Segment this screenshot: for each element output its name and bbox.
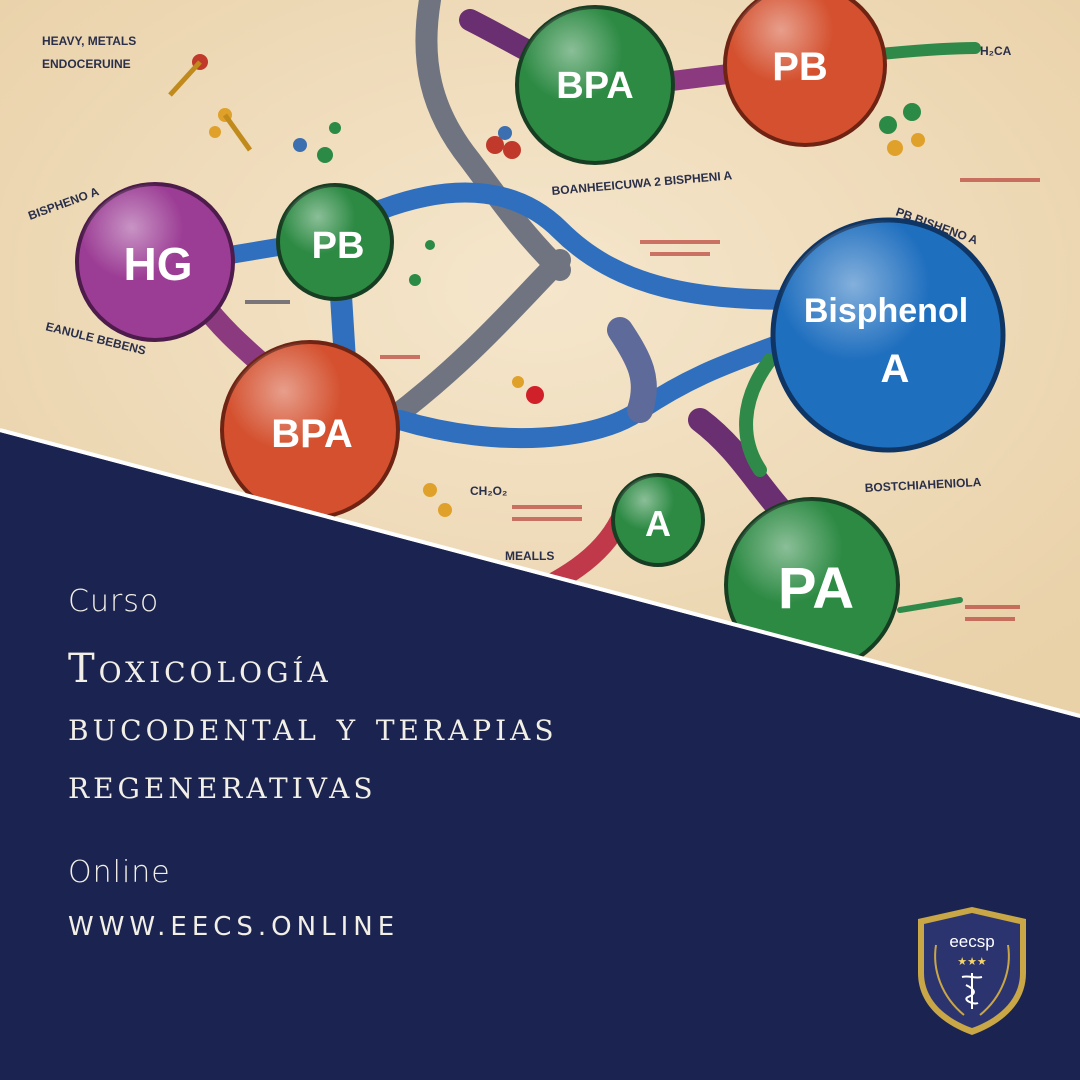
node-label: BPA	[556, 65, 633, 107]
eecsp-shield-logo: eecsp ★★★	[918, 907, 1026, 1035]
badge-stars: ★★★	[957, 955, 987, 968]
node-pb-left: PB	[276, 183, 394, 301]
annotation-heavy-metals: HEAVY, METALS	[42, 34, 136, 48]
node-label: PB	[312, 225, 365, 267]
node-label: Bisphenol	[804, 292, 968, 330]
course-mode: Online	[68, 855, 171, 890]
annotation-ch2o2: CH₂O₂	[470, 484, 507, 498]
course-title-line-1: Toxicología	[68, 646, 332, 692]
annotation-bostchia: BOSTCHIAHENIOLA	[864, 475, 982, 495]
website-url[interactable]: WWW.EECS.ONLINE	[68, 912, 400, 942]
small-molecules	[168, 54, 925, 517]
node-label: A	[645, 503, 671, 544]
node-bisphenol-a: Bisphenol A	[770, 217, 1006, 453]
course-kicker: Curso	[68, 584, 160, 619]
course-title-line-2: bucodental y terapias	[68, 704, 558, 750]
node-label: PB	[772, 45, 828, 89]
node-hg: HG	[75, 182, 235, 342]
node-bpa-left: BPA	[220, 340, 400, 520]
node-label: PA	[778, 556, 854, 621]
badge-text: eecsp	[949, 932, 994, 951]
node-a: A	[611, 473, 705, 567]
node-pb-top: PB	[723, 0, 887, 147]
node-label: BPA	[271, 412, 352, 456]
molecule-illustration: HEAVY, METALS ENDOCERUINE BISPHENO A EAN…	[0, 0, 1080, 720]
node-label-second: A	[881, 347, 910, 391]
diagonal-divider	[0, 428, 1080, 718]
laurel-icon	[934, 944, 1010, 1016]
annotation-endocrine: ENDOCERUINE	[42, 57, 131, 71]
node-bpa-top: BPA	[515, 5, 675, 165]
caduceus-icon	[961, 973, 983, 1009]
annotation-mealls: MEALLS	[505, 549, 554, 563]
node-pa: PA	[724, 497, 900, 673]
node-label: HG	[124, 238, 193, 290]
course-title: Toxicología bucodental y terapias regene…	[68, 640, 828, 814]
course-title-line-3: regenerativas	[68, 762, 377, 808]
annotation-h2ca: H₂CA	[980, 44, 1012, 58]
